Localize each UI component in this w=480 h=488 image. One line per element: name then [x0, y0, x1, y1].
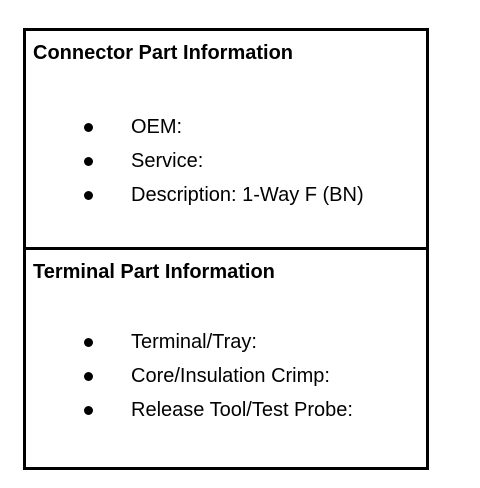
terminal-section-title: Terminal Part Information	[33, 261, 275, 283]
bullet-icon	[84, 157, 93, 166]
oem-label: OEM:	[131, 116, 183, 138]
release-tool-label: Release Tool/Test Probe:	[131, 399, 353, 421]
bullet-icon	[84, 338, 93, 347]
service-label: Service:	[131, 150, 204, 172]
bullet-icon	[84, 372, 93, 381]
bullet-icon	[84, 406, 93, 415]
connector-section-title: Connector Part Information	[33, 42, 294, 64]
terminal-tray-label: Terminal/Tray:	[131, 331, 257, 353]
connector-section: Connector Part Information OEM: Service:…	[26, 31, 426, 250]
bullet-icon	[84, 191, 93, 200]
description-label: Description: 1-Way F (BN)	[131, 184, 364, 206]
terminal-section: Terminal Part Information Terminal/Tray:…	[26, 250, 426, 467]
part-info-table: Connector Part Information OEM: Service:…	[23, 28, 429, 470]
crimp-label: Core/Insulation Crimp:	[131, 365, 330, 387]
bullet-icon	[84, 123, 93, 132]
